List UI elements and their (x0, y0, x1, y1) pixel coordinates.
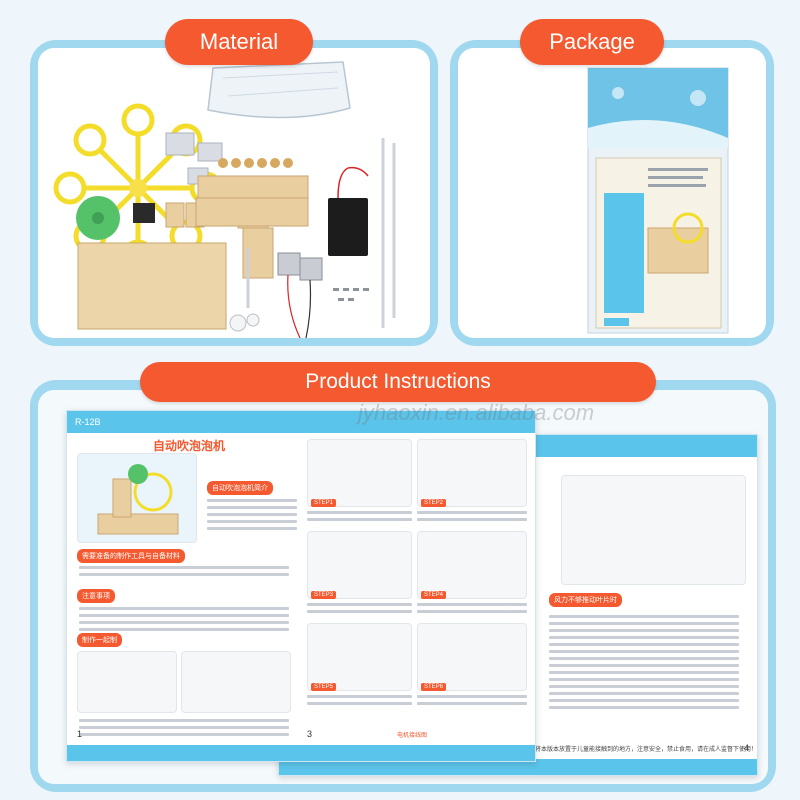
notes-label: 注意事项 (77, 589, 115, 603)
tools-label: 需要准备的制作工具与自备材料 (77, 549, 185, 563)
step4-tag: STEP4 (421, 591, 447, 599)
green-fan (76, 196, 120, 240)
package-label: Package (520, 19, 664, 65)
page-number-mid: 3 (307, 729, 313, 739)
step5-tag: STEP5 (311, 683, 337, 691)
material-parts-illustration (53, 61, 396, 338)
step3-tag: STEP3 (311, 591, 337, 599)
steps-label: 制作一起制 (77, 633, 122, 647)
instructions-image-frame: 风力不够推动叶片时 4 请将本版本放置于儿童能接触到的地方，注意安全，禁止食用，… (38, 390, 768, 784)
step1-tag: STEP1 (311, 499, 337, 507)
step6-tag: STEP6 (421, 683, 447, 691)
product-photo (77, 453, 197, 543)
watermark: jyhaoxin.en.alibaba.com (358, 400, 595, 425)
warning-text: 请将本版本放置于儿童能接触到的地方，注意安全，禁止食用，请在成人监督下使用！ (529, 747, 758, 753)
page-number-left: 1 (77, 729, 83, 739)
package-panel (450, 40, 774, 346)
step2-tag: STEP2 (421, 499, 447, 507)
mid-footer: 电机接线图 (397, 733, 428, 739)
material-label: Material (165, 19, 313, 65)
product-title: 自动吹泡泡机 (153, 439, 226, 453)
package-image-frame (458, 48, 766, 338)
material-panel (30, 40, 438, 346)
instructions-panel: 风力不够推动叶片时 4 请将本版本放置于儿童能接触到的地方，注意安全，禁止食用，… (30, 380, 776, 792)
intro-label: 自动吹泡泡机简介 (207, 481, 273, 495)
product-code: R-12B (75, 417, 101, 427)
package-bag-illustration (587, 67, 729, 334)
material-image-frame (38, 48, 430, 338)
instruction-sheet-front: R-12B 自动吹泡泡机 自动吹泡泡机简介 需要准备的制作工具与自备材料 注意事… (66, 410, 536, 762)
page-number-right: 4 (743, 743, 749, 753)
instructions-label: Product Instructions (140, 362, 656, 402)
